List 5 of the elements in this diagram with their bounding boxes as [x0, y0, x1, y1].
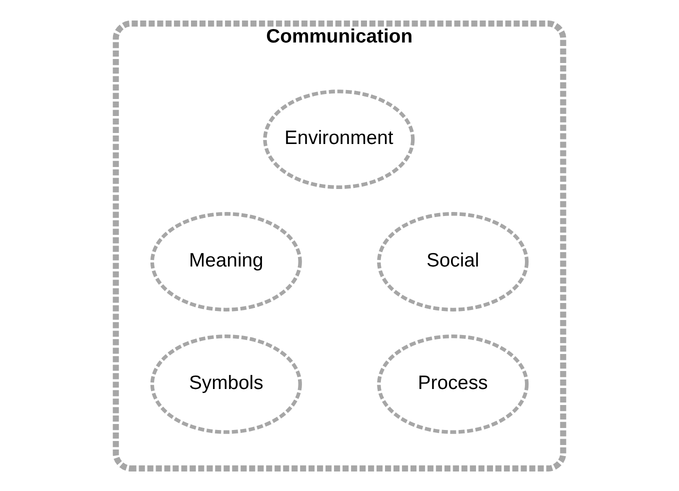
node-ellipse: Process	[377, 334, 529, 434]
node-ellipse: Environment	[263, 89, 415, 189]
node-ellipse: Symbols	[150, 334, 302, 434]
node-ellipse: Social	[377, 212, 529, 311]
node-ellipse: Meaning	[150, 212, 302, 311]
